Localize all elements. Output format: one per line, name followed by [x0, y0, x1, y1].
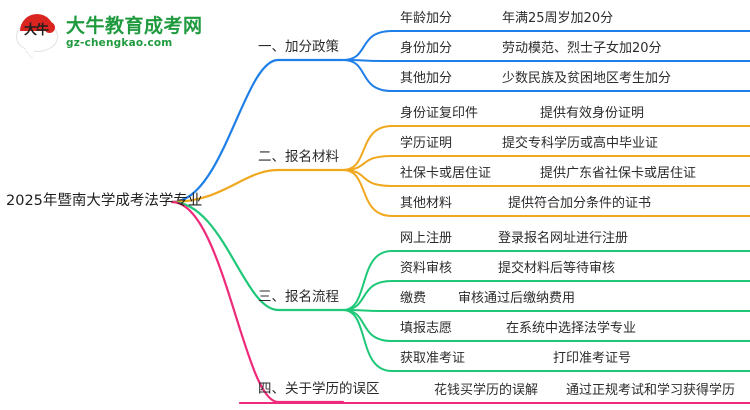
mindmap-topic-2-2[interactable]: 学历证明	[400, 136, 453, 151]
mindmap-topic-3-5[interactable]: 获取准考证	[400, 351, 466, 366]
mindmap-branch-label-2[interactable]: 二、报名材料	[258, 149, 339, 165]
mindmap-topic-2-1[interactable]: 身份证复印件	[400, 106, 479, 121]
logo-url: gz-chengkao.com	[66, 37, 173, 50]
logo-red-dot-icon	[44, 22, 55, 33]
mindmap-detail-3-5[interactable]: 打印准考证号	[553, 351, 632, 366]
mindmap-topic-4-1[interactable]: 花钱买学历的误解	[434, 383, 539, 398]
mindmap-topic-3-4[interactable]: 填报志愿	[400, 321, 453, 336]
mindmap-topic-1-2[interactable]: 身份加分	[400, 41, 453, 56]
mindmap-detail-1-1[interactable]: 年满25周岁加20分	[502, 11, 614, 26]
mindmap-detail-3-2[interactable]: 提交材料后等待审核	[498, 261, 616, 276]
logo-mark-text: 大牛	[23, 23, 49, 38]
mindmap-detail-2-3[interactable]: 提供广东省社保卡或居住证	[540, 166, 697, 181]
mindmap-topic-3-1[interactable]: 网上注册	[400, 231, 453, 246]
mindmap-detail-4-1[interactable]: 通过正规考试和学习获得学历	[566, 383, 736, 398]
mindmap-root-node[interactable]: 2025年暨南大学成考法学专业	[6, 193, 203, 209]
mindmap-branch-label-4[interactable]: 四、关于学历的误区	[258, 381, 380, 397]
mindmap-topic-2-3[interactable]: 社保卡或居住证	[400, 166, 492, 181]
mindmap-topic-3-2[interactable]: 资料审核	[400, 261, 453, 276]
logo-wordmark: 大牛教育成考网 gz-chengkao.com	[66, 14, 203, 50]
mindmap-detail-1-2[interactable]: 劳动模范、烈士子女加20分	[502, 41, 662, 56]
logo-mark-icon: 大牛	[14, 11, 60, 55]
mindmap-topic-1-3[interactable]: 其他加分	[400, 71, 453, 86]
mindmap-detail-2-2[interactable]: 提交专科学历或高中毕业证	[502, 136, 659, 151]
mindmap-detail-2-1[interactable]: 提供有效身份证明	[540, 106, 645, 121]
mindmap-branch-label-3[interactable]: 三、报名流程	[258, 289, 339, 305]
logo-title: 大牛教育成考网	[66, 14, 203, 37]
mindmap-topic-1-1[interactable]: 年龄加分	[400, 11, 453, 26]
mindmap-branch-label-1[interactable]: 一、加分政策	[258, 39, 339, 55]
mindmap-detail-2-4[interactable]: 提供符合加分条件的证书	[508, 196, 652, 211]
mindmap-detail-3-4[interactable]: 在系统中选择法学专业	[506, 321, 637, 336]
mindmap-detail-1-3[interactable]: 少数民族及贫困地区考生加分	[502, 71, 672, 86]
mindmap-topic-2-4[interactable]: 其他材料	[400, 196, 453, 211]
mindmap-detail-3-1[interactable]: 登录报名网址进行注册	[498, 231, 629, 246]
site-logo: 大牛 大牛教育成考网 gz-chengkao.com	[14, 8, 202, 58]
mindmap-topic-3-3[interactable]: 缴费	[400, 291, 427, 306]
mindmap-detail-3-3[interactable]: 审核通过后缴纳费用	[458, 291, 576, 306]
